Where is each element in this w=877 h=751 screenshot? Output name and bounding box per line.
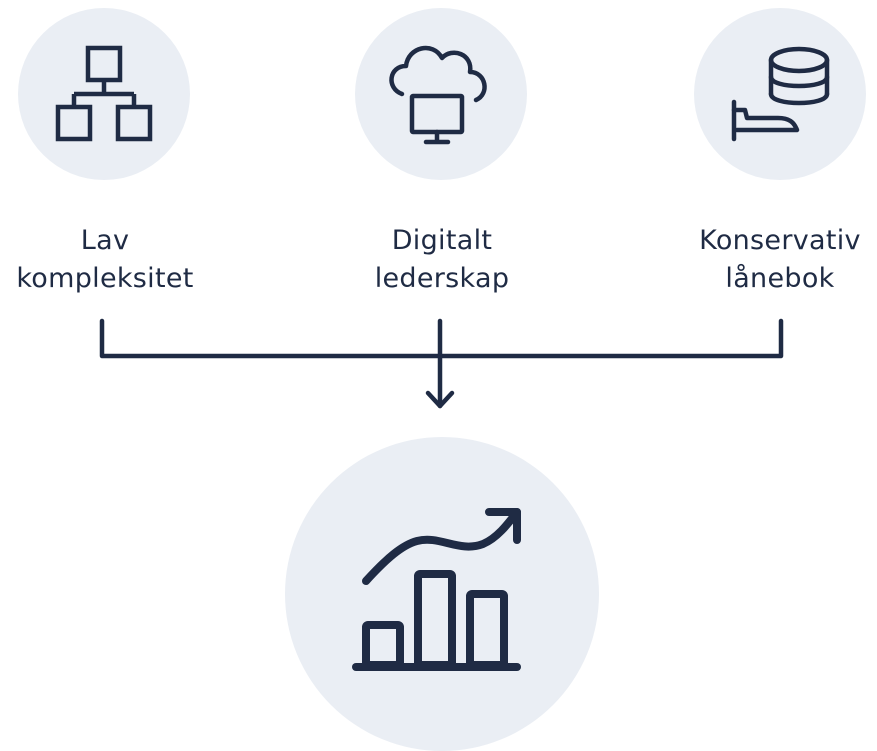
label-line-2: kompleksitet [16, 263, 194, 294]
network-hierarchy-icon [55, 45, 153, 142]
label-digital-leadership: Digitalt lederskap [322, 222, 562, 298]
arrow-down-icon [425, 390, 455, 409]
circle-growth-result [285, 437, 599, 751]
label-line-1: Lav [80, 225, 130, 256]
bar-1 [362, 621, 404, 669]
circle-digital-leadership [355, 8, 527, 180]
circle-conservative-loanbook [694, 8, 866, 180]
label-line-2: lederskap [374, 263, 510, 294]
bar-3 [466, 590, 508, 669]
bar-2 [414, 570, 456, 669]
label-line-2: lånebok [725, 263, 835, 294]
label-low-complexity: Lav kompleksitet [0, 222, 225, 298]
growth-chart-icon [352, 508, 521, 671]
trend-arrowhead [485, 508, 521, 544]
label-line-1: Konservativ [699, 225, 861, 256]
cloud-monitor-icon [389, 45, 487, 145]
coins-hand-icon [731, 46, 830, 142]
connector-bracket [99, 318, 784, 359]
circle-low-complexity [18, 8, 190, 180]
label-line-1: Digitalt [391, 225, 493, 256]
label-conservative-loanbook: Konservativ lånebok [660, 222, 877, 298]
trend-line [362, 508, 521, 585]
